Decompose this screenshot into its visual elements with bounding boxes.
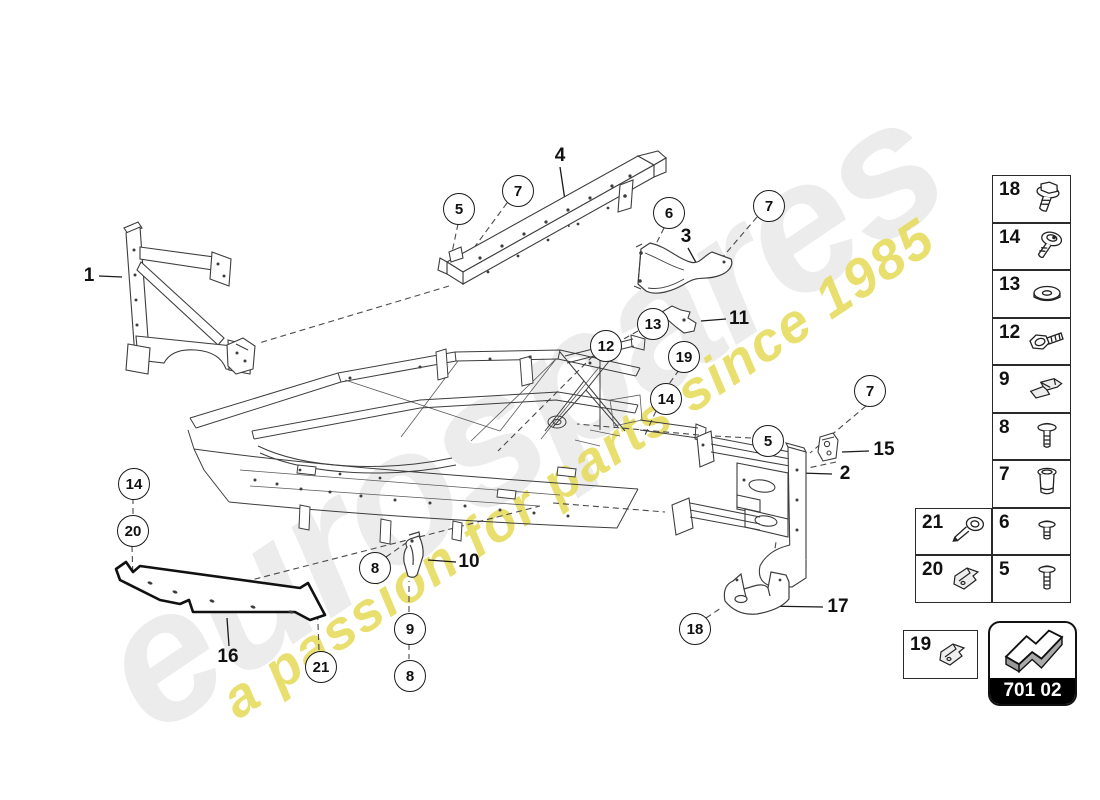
- pan-head-screw-icon: [1037, 422, 1057, 448]
- part-2-side-bracket: [671, 430, 808, 588]
- callout-circle-5b[interactable]: 5: [752, 425, 784, 457]
- part-15-clip-block: [817, 432, 839, 462]
- legend-number: 20: [922, 559, 944, 580]
- part-3-air-duct: [633, 242, 733, 294]
- legend-number: 7: [999, 464, 1010, 485]
- washer-icon: [1033, 285, 1061, 302]
- callout-circle-12[interactable]: 12: [590, 330, 622, 362]
- legend-item-13[interactable]: 13: [992, 270, 1071, 318]
- part-label-3[interactable]: 3: [680, 226, 692, 247]
- main-frame-structure: [187, 334, 707, 545]
- legend-item-14[interactable]: 14: [992, 222, 1071, 270]
- part-label-17[interactable]: 17: [827, 596, 849, 617]
- part-label-11[interactable]: 11: [728, 308, 750, 329]
- callout-circle-6[interactable]: 6: [653, 197, 685, 229]
- legend-number: 18: [999, 179, 1021, 200]
- callout-circle-19[interactable]: 19: [668, 341, 700, 373]
- callout-circle-14b[interactable]: 14: [118, 468, 150, 500]
- part-label-15[interactable]: 15: [873, 439, 895, 460]
- solid-leader-lines: [98, 166, 870, 647]
- callout-circle-18[interactable]: 18: [679, 613, 711, 645]
- legend-item-5[interactable]: 5: [992, 555, 1071, 603]
- legend-item-7[interactable]: 7: [992, 460, 1071, 508]
- page-code-label: 701 02: [990, 678, 1075, 704]
- diagram-page-code-box[interactable]: 701 02: [988, 621, 1077, 706]
- callout-circle-9[interactable]: 9: [394, 613, 426, 645]
- legend-item-21[interactable]: 21: [915, 507, 992, 555]
- legend-number: 12: [999, 321, 1021, 343]
- part-label-1[interactable]: 1: [83, 265, 95, 286]
- legend-number: 13: [999, 274, 1021, 295]
- part-11-latch-bracket: [661, 305, 697, 334]
- sheet-metal-clip-icon: [953, 567, 980, 590]
- retaining-clip-icon: [1029, 378, 1063, 399]
- callout-circle-7[interactable]: 7: [502, 175, 534, 207]
- callout-circle-8b[interactable]: 8: [394, 660, 426, 692]
- callout-circle-5[interactable]: 5: [443, 193, 475, 225]
- hex-flange-bolt-icon: [1036, 181, 1060, 212]
- hex-bolt-icon: [1029, 331, 1064, 350]
- part-label-4[interactable]: 4: [554, 145, 566, 166]
- part-label-16[interactable]: 16: [217, 646, 239, 667]
- expansion-rivet-icon: [952, 516, 985, 542]
- legend-item-9[interactable]: 9: [992, 365, 1071, 413]
- sheet-metal-clip-icon: [939, 643, 966, 666]
- legend-item-8[interactable]: 8: [992, 412, 1071, 460]
- spacer-sleeve-icon: [1037, 467, 1057, 495]
- legend-number: 8: [999, 416, 1010, 438]
- legend-item-20[interactable]: 20: [915, 555, 992, 603]
- part-label-2[interactable]: 2: [839, 463, 851, 484]
- direction-arrow-icon: [1004, 629, 1064, 674]
- callout-circle-20[interactable]: 20: [117, 515, 149, 547]
- callout-circle-7b[interactable]: 7: [753, 190, 785, 222]
- oval-head-screw-icon: [1037, 231, 1063, 258]
- legend-number: 21: [922, 511, 944, 533]
- part-4-upper-cross-rail: [437, 150, 667, 285]
- legend-item-18[interactable]: 18: [992, 175, 1071, 223]
- callout-circle-13[interactable]: 13: [637, 308, 669, 340]
- legend-item-6[interactable]: 6: [992, 507, 1071, 555]
- legend-item-12[interactable]: 12: [992, 317, 1071, 365]
- legend-item-19[interactable]: 19: [903, 630, 978, 679]
- legend-number: 5: [999, 559, 1010, 580]
- part-10-blade-bracket: [403, 531, 424, 578]
- legend-number: 6: [999, 511, 1010, 533]
- frame-bolt-dots: [253, 355, 592, 518]
- round-head-screw-icon: [1038, 519, 1056, 540]
- callout-circle-7c[interactable]: 7: [854, 375, 886, 407]
- legend-number: 19: [910, 634, 932, 655]
- small-mount-bracket: [226, 337, 256, 375]
- legend-number: 14: [999, 226, 1021, 248]
- part-16-trim-panel: [114, 560, 327, 622]
- callout-circle-14[interactable]: 14: [650, 383, 682, 415]
- legend-number: 9: [999, 369, 1010, 390]
- part-17-support-bracket: [723, 571, 790, 615]
- round-head-screw-icon: [1038, 565, 1056, 590]
- callout-circle-8[interactable]: 8: [359, 552, 391, 584]
- callout-circle-21[interactable]: 21: [305, 651, 337, 683]
- part-label-10[interactable]: 10: [458, 551, 480, 572]
